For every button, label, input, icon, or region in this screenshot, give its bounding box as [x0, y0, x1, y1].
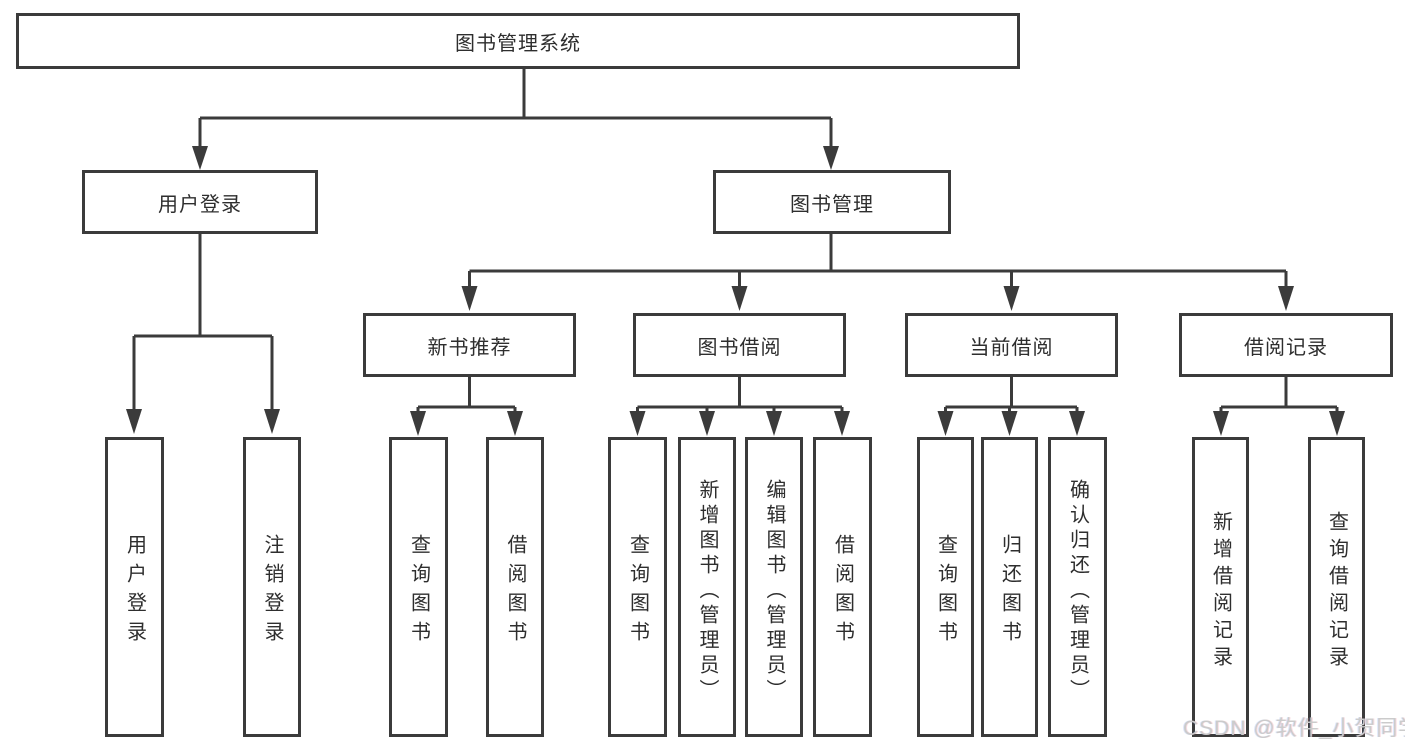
leaf-add-borrow-record: 新增借阅记录	[1192, 437, 1249, 737]
connector-current-borrow-children	[937, 377, 1085, 436]
leaf-query-book-1: 查询图书	[389, 437, 448, 737]
connector-book-management-children	[461, 233, 1294, 311]
leaf-edit-book-admin: 编辑图书（管理员）	[745, 437, 803, 737]
leaf-query-borrow-record: 查询借阅记录	[1308, 437, 1365, 737]
watermark: CSDN @软件_小贺同学	[1183, 717, 1405, 740]
node-new-book-recommend: 新书推荐	[363, 313, 576, 377]
node-book-borrow: 图书借阅	[633, 313, 846, 377]
connector-root-to-level2	[192, 69, 839, 170]
connector-user-login-children	[126, 233, 280, 434]
leaf-user-login: 用户登录	[105, 437, 164, 737]
connector-book-borrow-children	[629, 377, 850, 436]
node-borrow-record: 借阅记录	[1179, 313, 1393, 377]
node-book-management: 图书管理	[713, 170, 951, 234]
node-current-borrow: 当前借阅	[905, 313, 1118, 377]
leaf-query-book-2: 查询图书	[608, 437, 667, 737]
connector-new-book-recommend-children	[410, 377, 523, 436]
connector-borrow-record-children	[1213, 377, 1345, 436]
leaf-add-book-admin: 新增图书（管理员）	[678, 437, 736, 737]
leaf-logout: 注销登录	[243, 437, 301, 737]
leaf-confirm-return-admin: 确认归还（管理员）	[1048, 437, 1107, 737]
leaf-return-book: 归还图书	[981, 437, 1038, 737]
node-root: 图书管理系统	[16, 13, 1020, 69]
leaf-borrow-book-2: 借阅图书	[813, 437, 872, 737]
leaf-query-book-3: 查询图书	[917, 437, 974, 737]
node-user-login: 用户登录	[82, 170, 318, 234]
leaf-borrow-book-1: 借阅图书	[486, 437, 544, 737]
